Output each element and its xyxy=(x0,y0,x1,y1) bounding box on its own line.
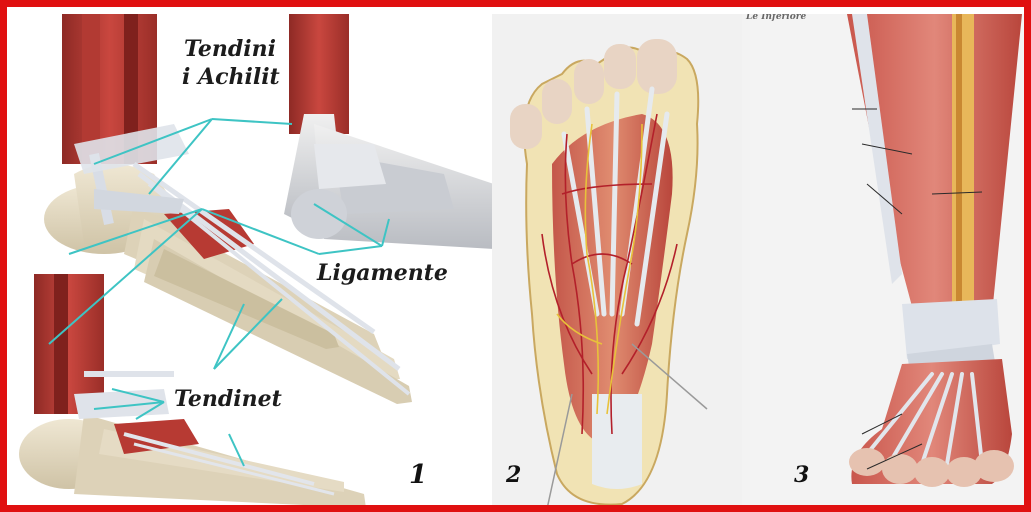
label-achilles-line1: Tendini xyxy=(184,36,276,62)
label-tendons: Tendinet xyxy=(174,386,282,412)
plantar-illustration xyxy=(492,14,742,512)
panel-plantar-view: 2 xyxy=(492,14,742,512)
label-achilles-line2: i Achilit xyxy=(182,64,280,90)
anterior-illustration xyxy=(742,14,1031,512)
panel-number-2: 2 xyxy=(506,462,521,488)
label-header-partial: Le Inferiore xyxy=(746,14,806,22)
panel-number-3: 3 xyxy=(794,462,809,488)
panel-ankle-views: Tendini i Achilit Ligamente Tendinet 1 xyxy=(14,14,492,512)
panel-anterior-view: Le Inferiore 3 xyxy=(742,14,1031,512)
label-ligaments: Ligamente xyxy=(317,260,448,286)
panel-number-1: 1 xyxy=(409,460,427,490)
rear-foot-drawing xyxy=(284,14,492,249)
